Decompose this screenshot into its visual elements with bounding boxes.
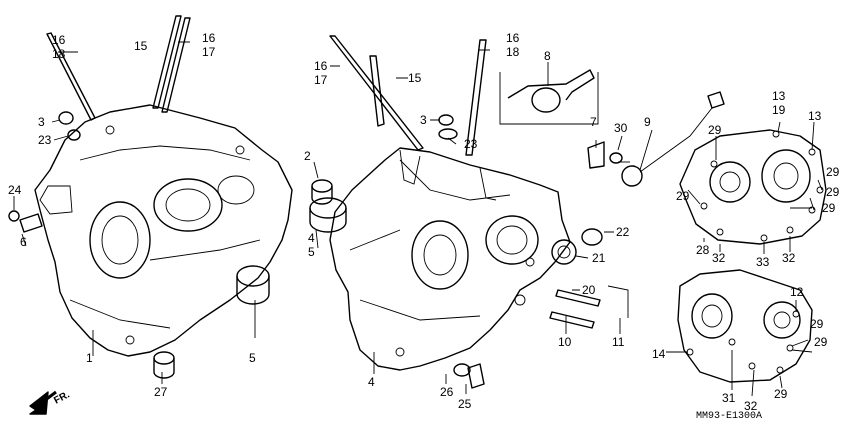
callout: 25 [458, 397, 472, 411]
callout: 11 [612, 335, 625, 349]
callout: 5 [308, 245, 315, 259]
switch-10 [549, 311, 595, 329]
bearing-1-top [236, 265, 270, 287]
washer-23-left [67, 129, 81, 141]
callout: 18 [52, 47, 66, 61]
callout: 29 [676, 189, 690, 203]
callout: 6 [20, 235, 27, 249]
callout: 26 [440, 385, 454, 399]
callout: 7 [590, 115, 597, 129]
callout: 23 [464, 137, 478, 151]
washer-26 [453, 363, 471, 377]
dowel-2 [311, 186, 333, 205]
right-small-parts [438, 114, 629, 389]
bracket-8-box [499, 69, 599, 125]
callout: 21 [592, 251, 606, 265]
callout: 29 [774, 387, 788, 401]
callout: 29 [810, 317, 824, 331]
sensor-group [587, 91, 725, 187]
left-small-parts [8, 111, 347, 379]
callout: 29 [822, 201, 836, 215]
callout: 30 [614, 121, 628, 135]
sensor-9 [621, 165, 643, 187]
diagram-code: MM93-E1300A [696, 411, 762, 422]
callout: 31 [722, 391, 736, 405]
callout: 15 [134, 39, 148, 53]
callout: 23 [38, 133, 52, 147]
callout: 2 [304, 149, 311, 163]
washer-24 [8, 210, 20, 222]
callout: 14 [652, 347, 666, 361]
callout: 17 [202, 45, 216, 59]
callout: 10 [558, 335, 572, 349]
bolt-30 [609, 152, 623, 164]
callout-numbers: 16 18 15 16 17 16 17 15 16 18 8 3 23 3 2… [8, 31, 840, 413]
bearing-22 [581, 228, 603, 246]
callout: 32 [712, 251, 726, 265]
callout: 12 [790, 285, 804, 299]
callout: 27 [154, 385, 168, 399]
callout: 32 [744, 399, 758, 413]
callout: 4 [308, 231, 315, 245]
callout: 3 [420, 113, 427, 127]
callout: 13 [808, 109, 822, 123]
callout: 18 [506, 45, 520, 59]
callout: 24 [8, 183, 22, 197]
bolt-3-left [58, 111, 74, 125]
callout: 17 [314, 73, 328, 87]
upper-right-cover [679, 129, 827, 245]
bearing-4 [309, 208, 347, 233]
callout: 16 [506, 31, 520, 45]
oil-seal-21 [551, 239, 577, 265]
leader-lines [13, 41, 823, 397]
callout: 13 [772, 89, 786, 103]
callout: 29 [826, 185, 840, 199]
callout: 15 [408, 71, 422, 85]
dowel-6 [19, 213, 43, 233]
callout: 22 [616, 225, 630, 239]
callout: 32 [782, 251, 796, 265]
dowel-2-top [311, 179, 333, 193]
callout: 20 [582, 283, 596, 297]
bearing-4-top [309, 197, 347, 219]
callout: 19 [772, 103, 786, 117]
bolt-3-right [438, 114, 454, 126]
callout: 4 [368, 375, 375, 389]
dowel-27-top [153, 351, 175, 365]
lower-right-cover [677, 269, 813, 383]
front-direction-arrow: FR. [29, 389, 72, 415]
callout: 28 [696, 243, 710, 257]
callout: 3 [38, 115, 45, 129]
left-crankcase-half [34, 104, 293, 357]
callout: 29 [826, 165, 840, 179]
callout: 29 [814, 335, 828, 349]
callout: 5 [249, 351, 256, 365]
callout: 16 [314, 59, 328, 73]
right-crankcase-half [329, 147, 571, 371]
callout: 9 [644, 115, 651, 129]
callout: 33 [756, 255, 770, 269]
callout: 29 [708, 123, 722, 137]
dowel-27 [153, 358, 175, 379]
washer-23-right [438, 128, 458, 140]
switch-20 [555, 289, 601, 307]
callout: 16 [202, 31, 216, 45]
callout: 1 [86, 351, 93, 365]
callout: 16 [52, 33, 66, 47]
left-studs [46, 15, 191, 121]
bolt-25 [467, 363, 485, 389]
stay-7 [587, 141, 605, 169]
right-studs [329, 35, 487, 156]
bearing-1 [236, 276, 270, 305]
callout: 8 [544, 49, 551, 63]
